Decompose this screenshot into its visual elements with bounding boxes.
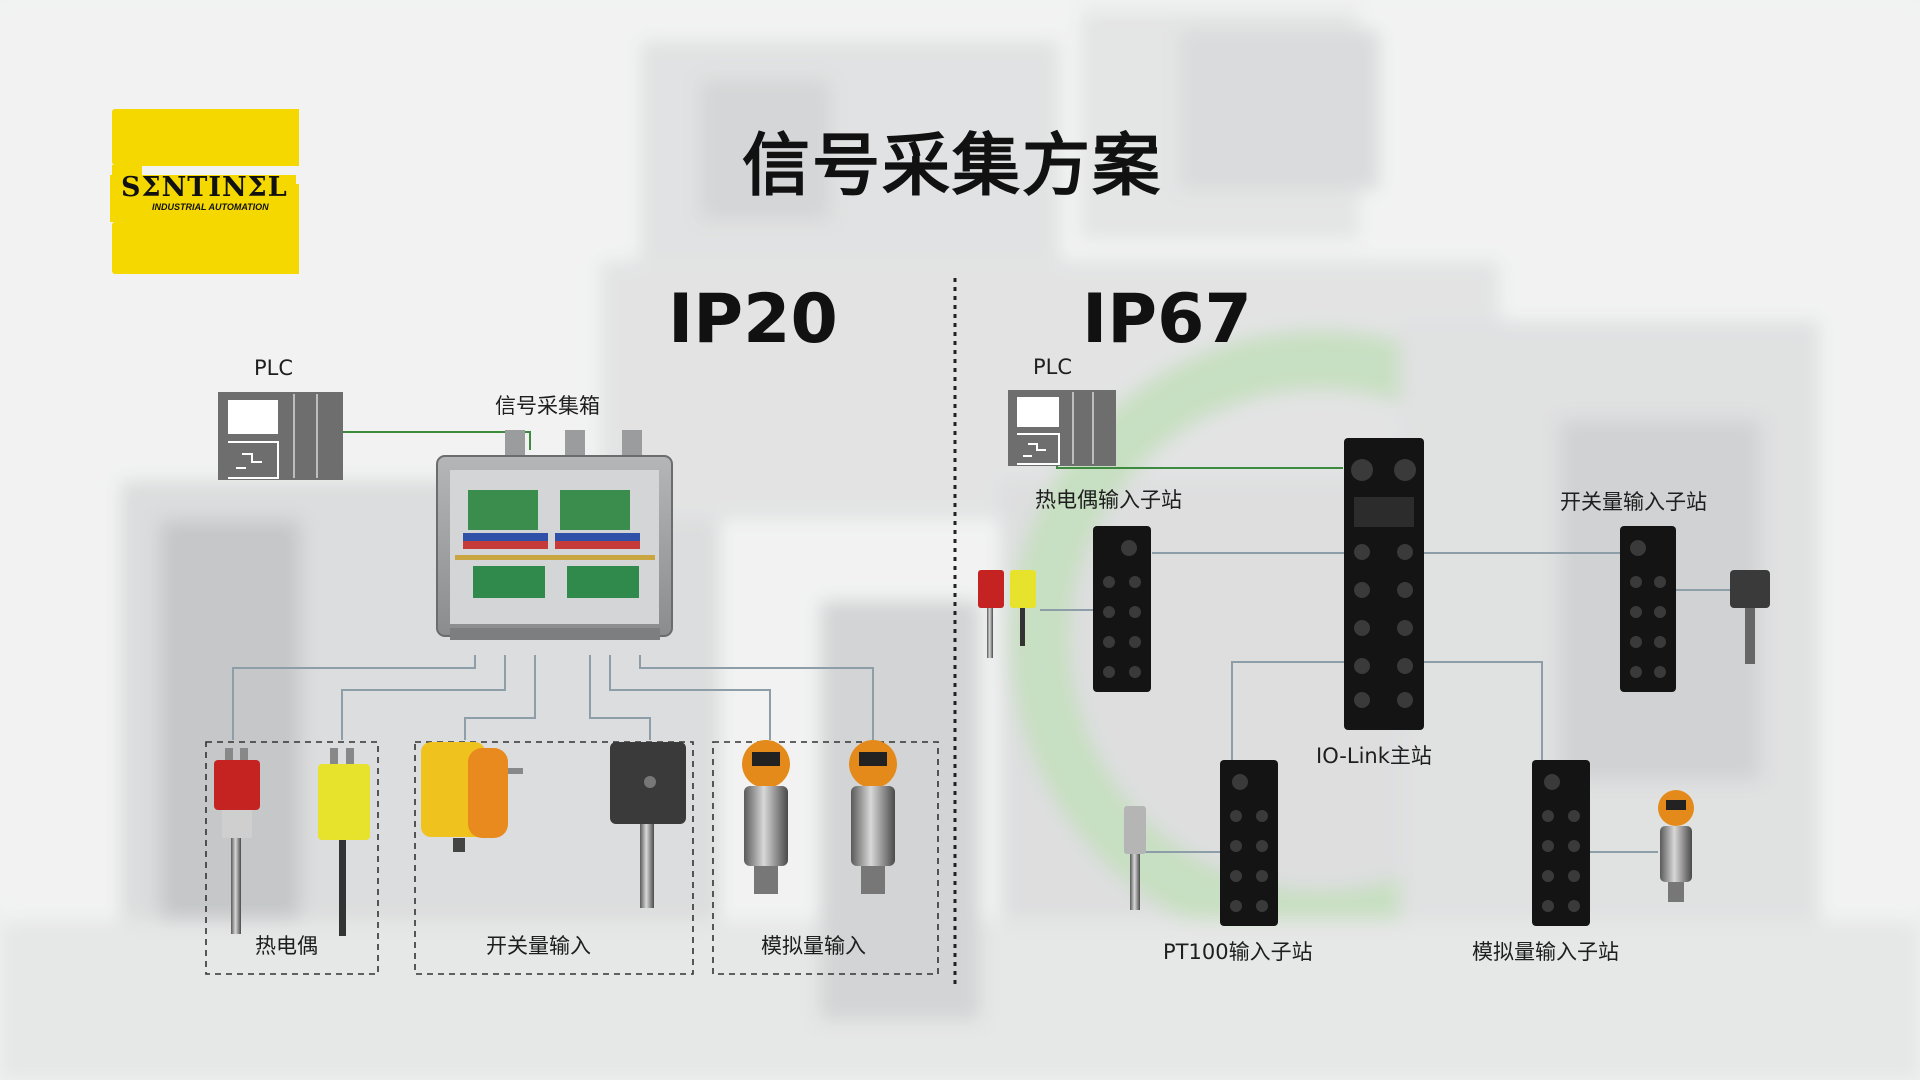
group-thermocouple — [205, 741, 379, 975]
pressure-sensor-1 — [742, 740, 790, 894]
group-analog-label: 模拟量输入 — [761, 934, 866, 958]
logo-subtitle: INDUSTRIAL AUTOMATION — [152, 202, 269, 212]
ip20-connections — [232, 431, 874, 740]
sentinel-logo — [110, 109, 299, 274]
io-link-master-module — [1344, 438, 1424, 730]
ip67-connections — [1040, 454, 1730, 853]
thermocouple-sensor-pair — [978, 570, 1036, 658]
switch-substation-module — [1620, 526, 1676, 692]
pt100-substation-module — [1220, 760, 1278, 926]
signal-acquisition-box — [436, 430, 673, 640]
page-title: 信号采集方案 — [742, 127, 1163, 206]
switch-sensor-ip67 — [1730, 570, 1770, 664]
plc-icon — [218, 392, 343, 480]
switch-station-label: 开关量输入子站 — [1560, 490, 1707, 514]
group-thermocouple-label: 热电偶 — [255, 934, 318, 958]
thermocouple-substation-module — [1093, 526, 1151, 692]
signal-box-label: 信号采集箱 — [495, 394, 600, 418]
io-link-master-label: IO-Link主站 — [1316, 744, 1432, 768]
plc-icon — [1008, 390, 1116, 466]
analog-substation-module — [1532, 760, 1590, 926]
pressure-sensor-2 — [849, 740, 897, 894]
analog-station-label: 模拟量输入子站 — [1472, 940, 1619, 964]
ip67-heading: IP67 — [1082, 280, 1252, 359]
flow-switch-sensor — [421, 742, 523, 852]
thermocouple-sensor-red — [214, 748, 260, 934]
pt100-station-label: PT100输入子站 — [1163, 940, 1313, 964]
ip20-heading: IP20 — [668, 280, 838, 359]
group-analog-input — [712, 741, 939, 975]
logo-wordmark: SΣNTINΣL — [121, 172, 288, 203]
ip20-plc-label: PLC — [254, 356, 294, 380]
analog-pressure-sensor-ip67 — [1658, 790, 1694, 902]
pt100-sensor — [1124, 806, 1146, 910]
group-switch-input — [414, 741, 694, 975]
thermocouple-station-label: 热电偶输入子站 — [1035, 488, 1182, 512]
inductive-switch-sensor — [610, 742, 686, 908]
ip67-plc-label: PLC — [1033, 355, 1073, 379]
thermocouple-sensor-yellow — [318, 748, 370, 936]
group-switch-label: 开关量输入 — [486, 934, 591, 958]
